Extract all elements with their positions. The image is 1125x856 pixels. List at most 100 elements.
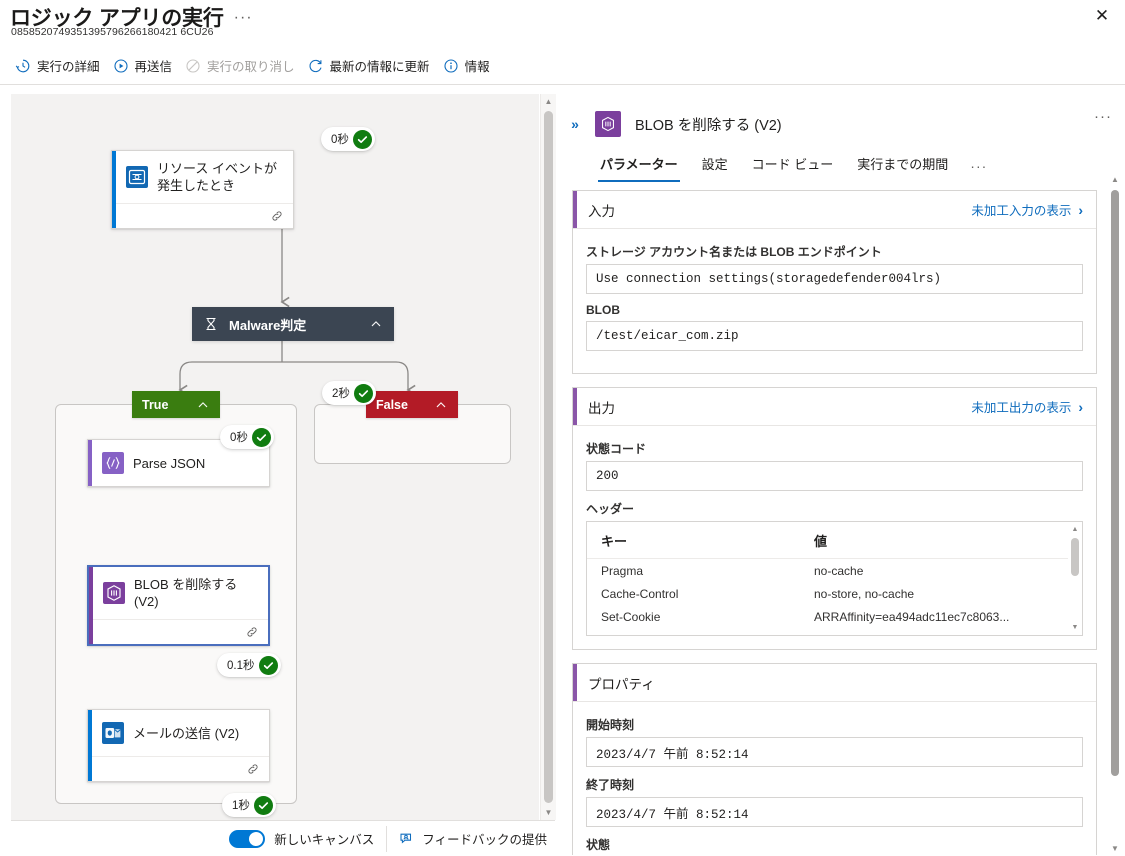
tab-run-after[interactable]: 実行までの期間 <box>857 157 949 172</box>
outputs-card-header: 出力 未加工出力の表示 › <box>573 388 1096 426</box>
table-row[interactable]: Set-Cookie ARRAffinity=ea494adc11ec7c806… <box>587 605 1082 628</box>
toolbar-refresh-button[interactable]: 最新の情報に更新 <box>304 53 439 78</box>
chevron-up-icon[interactable] <box>434 398 448 412</box>
canvas-scrollbar[interactable]: ▲ ▼ <box>540 94 556 820</box>
headers-col-value: 値 <box>814 533 828 549</box>
properties-card-header: プロパティ <box>573 664 1096 702</box>
node-header: Parse JSON <box>88 440 269 486</box>
workflow-canvas[interactable]: リソース イベントが発生したとき 0秒 <box>11 94 539 820</box>
details-panel: » BLOB を削除する (V2) ··· パラメーター 設定 コード ビュー … <box>560 94 1125 855</box>
show-raw-outputs-link[interactable]: 未加工出力の表示 › <box>971 397 1083 416</box>
node-title: Parse JSON <box>133 455 206 471</box>
node-delete-blob[interactable]: BLOB を削除する (V2) <box>87 565 270 646</box>
properties-card-title: プロパティ <box>588 676 655 692</box>
cancel-run-icon <box>186 58 200 73</box>
status-code-value[interactable]: 200 <box>586 461 1083 491</box>
node-accent <box>112 151 116 228</box>
status-pill-scope: 2秒 <box>322 381 376 405</box>
connection-link-icon[interactable] <box>270 209 284 223</box>
toolbar-refresh-label: 最新の情報に更新 <box>329 60 430 74</box>
history-icon <box>15 59 30 72</box>
details-panel-scrollbar[interactable]: ▲ ▼ <box>1108 172 1122 855</box>
canvas-scroll-thumb[interactable] <box>544 111 553 803</box>
parse-json-icon <box>102 452 124 474</box>
outlook-icon <box>102 722 124 744</box>
headers-table-header-row: キー 値 <box>587 522 1082 559</box>
details-panel-body: 入力 未加工入力の表示 › ストレージ アカウント名または BLOB エンドポイ… <box>572 190 1097 855</box>
success-check-icon <box>353 383 373 403</box>
scroll-down-icon[interactable]: ▼ <box>1111 843 1119 853</box>
provide-feedback-label: フィードバックの提供 <box>422 833 547 847</box>
tab-parameters[interactable]: パラメーター <box>588 146 690 182</box>
details-scroll-thumb[interactable] <box>1111 190 1119 776</box>
storage-account-label: ストレージ アカウント名または BLOB エンドポイント <box>586 245 882 259</box>
inputs-card-body: ストレージ アカウント名または BLOB エンドポイント Use connect… <box>573 229 1096 373</box>
node-accent <box>88 710 92 781</box>
toolbar-info-label: 情報 <box>464 60 490 74</box>
chevron-up-icon[interactable] <box>196 398 210 412</box>
feedback-person-icon <box>400 833 412 844</box>
scroll-up-icon[interactable]: ▲ <box>1111 174 1119 184</box>
details-panel-header: » BLOB を削除する (V2) <box>560 104 1125 144</box>
toolbar-run-details-button[interactable]: 実行の詳細 <box>11 53 109 78</box>
success-check-icon <box>251 427 271 447</box>
node-send-mail[interactable]: メールの送信 (V2) <box>87 709 270 782</box>
toolbar-resubmit-label: 再送信 <box>134 60 173 74</box>
headers-label: ヘッダー <box>586 502 635 516</box>
title-more-icon[interactable]: ··· <box>233 9 253 26</box>
connection-link-icon[interactable] <box>245 625 259 639</box>
header-value: no-store, no-cache <box>814 586 915 601</box>
success-check-icon <box>258 655 278 675</box>
close-icon[interactable]: ✕ <box>1094 6 1110 25</box>
connection-link-icon[interactable] <box>246 762 260 776</box>
tabs-more-icon[interactable]: ··· <box>970 158 988 174</box>
node-title: BLOB を削除する (V2) <box>134 577 238 609</box>
refresh-icon <box>309 59 322 72</box>
scroll-up-icon[interactable]: ▲ <box>544 97 553 106</box>
storage-account-value[interactable]: Use connection settings(storagedefender0… <box>586 264 1083 294</box>
node-title: メールの送信 (V2) <box>133 725 240 741</box>
headers-table-scrollbar[interactable]: ▲ ▼ <box>1068 522 1082 635</box>
start-time-label: 開始時刻 <box>586 718 635 732</box>
end-time-value[interactable]: 2023/4/7 午前 8:52:14 <box>586 797 1083 827</box>
provide-feedback-button[interactable]: フィードバックの提供 <box>387 829 555 848</box>
expand-panel-icon[interactable]: » <box>571 116 579 132</box>
details-panel-title: BLOB を削除する (V2) <box>635 117 782 134</box>
status-pill-duration: 1秒 <box>232 800 250 812</box>
toolbar-resubmit-button[interactable]: 再送信 <box>109 53 182 78</box>
status-code-label: 状態コード <box>586 442 647 456</box>
info-icon <box>444 58 458 73</box>
new-canvas-toggle[interactable] <box>229 829 266 848</box>
headers-table: キー 値 Pragma no-cache Cache-Control no-st… <box>586 521 1083 636</box>
tab-code-view[interactable]: コード ビュー <box>751 157 834 172</box>
show-raw-inputs-label: 未加工入力の表示 <box>971 204 1072 218</box>
branch-label-true[interactable]: True <box>132 391 220 418</box>
show-raw-inputs-link[interactable]: 未加工入力の表示 › <box>971 200 1083 219</box>
node-accent <box>89 567 93 644</box>
branch-label-false[interactable]: False <box>366 391 458 418</box>
status-label: 状態 <box>586 838 611 852</box>
details-panel-more-icon[interactable]: ··· <box>1094 108 1112 125</box>
scroll-down-icon[interactable]: ▼ <box>544 808 553 817</box>
blob-value[interactable]: /test/eicar_com.zip <box>586 321 1083 351</box>
headers-scroll-thumb[interactable] <box>1071 538 1079 576</box>
scroll-down-icon[interactable]: ▼ <box>1071 624 1079 631</box>
header-key: Cache-Control <box>601 586 679 601</box>
tab-settings[interactable]: 設定 <box>701 157 728 172</box>
node-footer <box>112 203 293 228</box>
node-trigger[interactable]: リソース イベントが発生したとき <box>111 150 294 229</box>
blob-icon <box>103 582 125 604</box>
start-time-value[interactable]: 2023/4/7 午前 8:52:14 <box>586 737 1083 767</box>
chevron-up-icon[interactable] <box>369 317 383 331</box>
run-id: 0858520749351395796266180421 6CU26 <box>11 26 214 38</box>
node-scope-malware[interactable]: Malware判定 <box>192 307 394 341</box>
blob-icon <box>595 111 621 137</box>
node-parse-json[interactable]: Parse JSON <box>87 439 270 487</box>
inputs-card: 入力 未加工入力の表示 › ストレージ アカウント名または BLOB エンドポイ… <box>572 190 1097 374</box>
table-row[interactable]: Cache-Control no-store, no-cache <box>587 582 1082 605</box>
table-row[interactable]: Pragma no-cache <box>587 559 1082 582</box>
header-key: Set-Cookie <box>601 609 661 624</box>
page-header: ロジック アプリの実行 ··· 085852074935139579626618… <box>0 0 1125 85</box>
toolbar-info-button[interactable]: 情報 <box>439 53 499 78</box>
scroll-up-icon[interactable]: ▲ <box>1071 526 1079 533</box>
